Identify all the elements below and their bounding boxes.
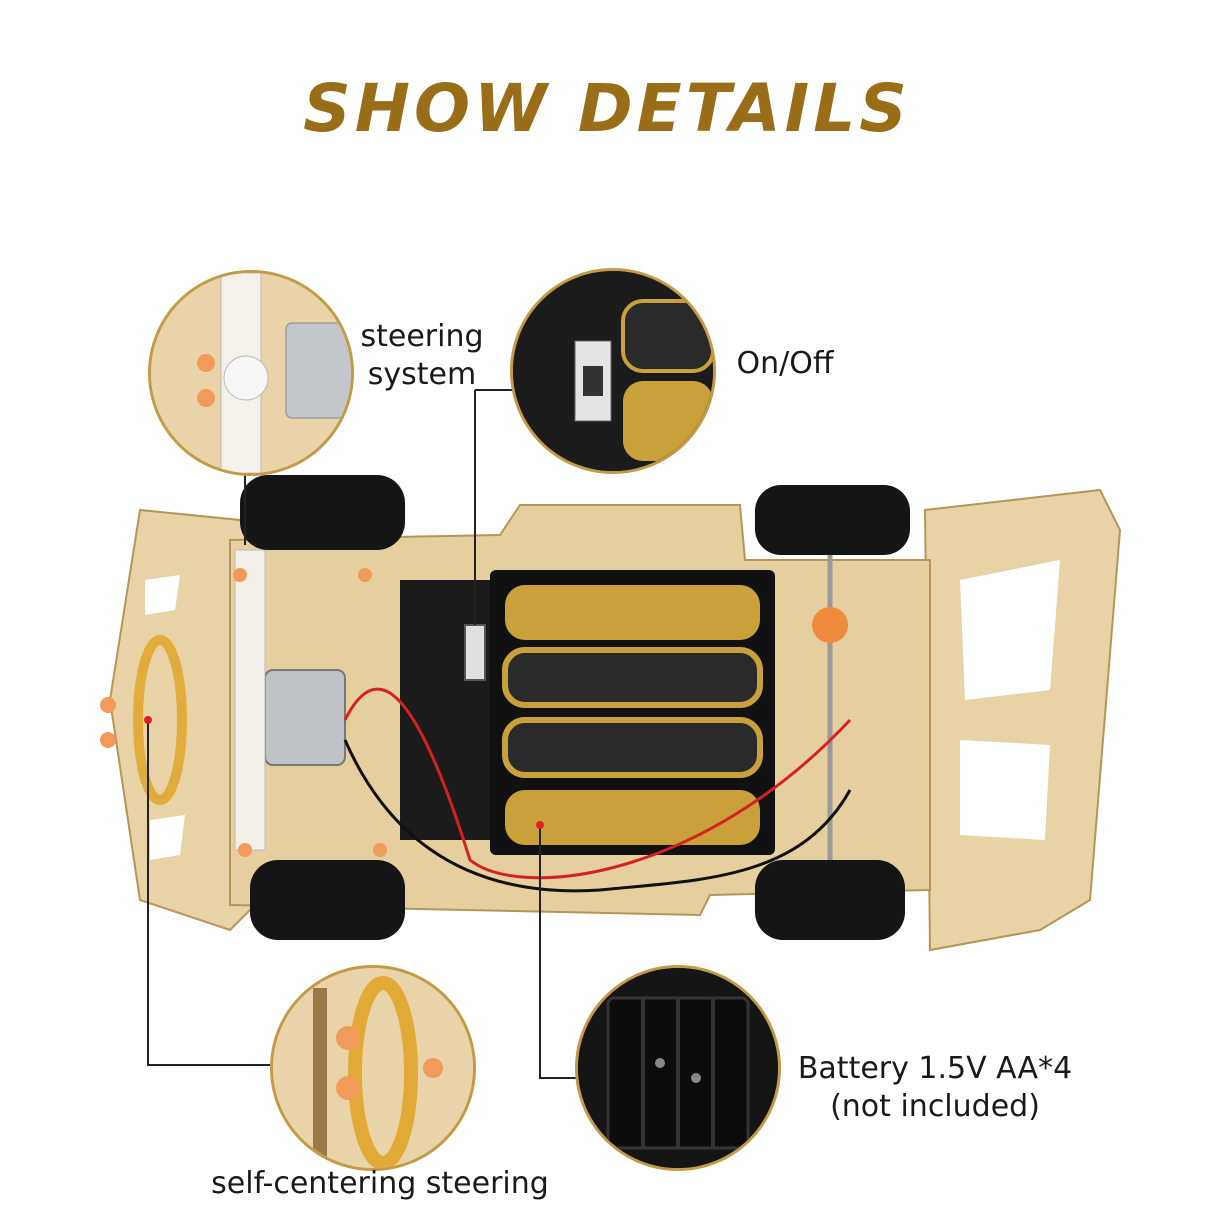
red-wire — [343, 687, 852, 880]
detail-self-centering — [270, 965, 476, 1171]
rear-spoiler — [923, 488, 1122, 952]
battery-aa — [505, 585, 760, 640]
callout-line-battery — [539, 825, 580, 1079]
label-battery-line2: (not included) — [830, 1089, 1040, 1124]
battery-holder — [490, 570, 775, 855]
detail-steering-system — [148, 270, 354, 476]
callout-line-self-centering — [147, 720, 300, 1066]
spoiler-cutout — [960, 560, 1060, 700]
battery-aa — [502, 647, 763, 708]
wheel-rear-top — [755, 485, 910, 555]
battery-aa — [502, 717, 763, 778]
rear-gear — [812, 607, 848, 643]
orange-peg — [100, 732, 116, 748]
switch-detail-illustration — [513, 271, 713, 471]
label-self-centering-steering: self-centering steering — [211, 1166, 549, 1201]
label-steering-line2: system — [367, 357, 477, 392]
detail-on-off-switch — [510, 268, 716, 474]
orange-peg — [358, 568, 372, 582]
wheel-rear-bottom — [755, 860, 905, 940]
power-switch — [464, 624, 486, 681]
gear-rack — [234, 549, 266, 851]
wing-cutout — [145, 575, 180, 615]
motor — [264, 669, 346, 766]
wheel-front-bottom — [250, 860, 405, 940]
battery-holder-detail-illustration — [578, 968, 778, 1168]
battery-aa — [505, 790, 760, 845]
label-steering-system: steering system — [352, 318, 492, 394]
orange-peg — [373, 843, 387, 857]
rubber-band — [133, 635, 187, 805]
steering-detail-illustration — [151, 273, 351, 473]
label-on-off: On/Off — [736, 346, 834, 381]
label-battery: Battery 1.5V AA*4 (not included) — [785, 1050, 1085, 1126]
page-title: SHOW DETAILS — [303, 70, 911, 147]
spoiler-cutout — [960, 740, 1050, 840]
orange-peg — [238, 843, 252, 857]
black-wire — [343, 739, 852, 893]
callout-dot — [144, 716, 152, 724]
wing-cutout — [150, 815, 185, 860]
self-centering-detail-illustration — [273, 968, 473, 1168]
wheel-front-top — [240, 475, 405, 550]
callout-dot — [536, 821, 544, 829]
orange-peg — [100, 697, 116, 713]
label-steering-line1: steering — [360, 319, 484, 354]
label-battery-line1: Battery 1.5V AA*4 — [797, 1051, 1073, 1086]
detail-battery-holder — [575, 965, 781, 1171]
orange-peg — [233, 568, 247, 582]
